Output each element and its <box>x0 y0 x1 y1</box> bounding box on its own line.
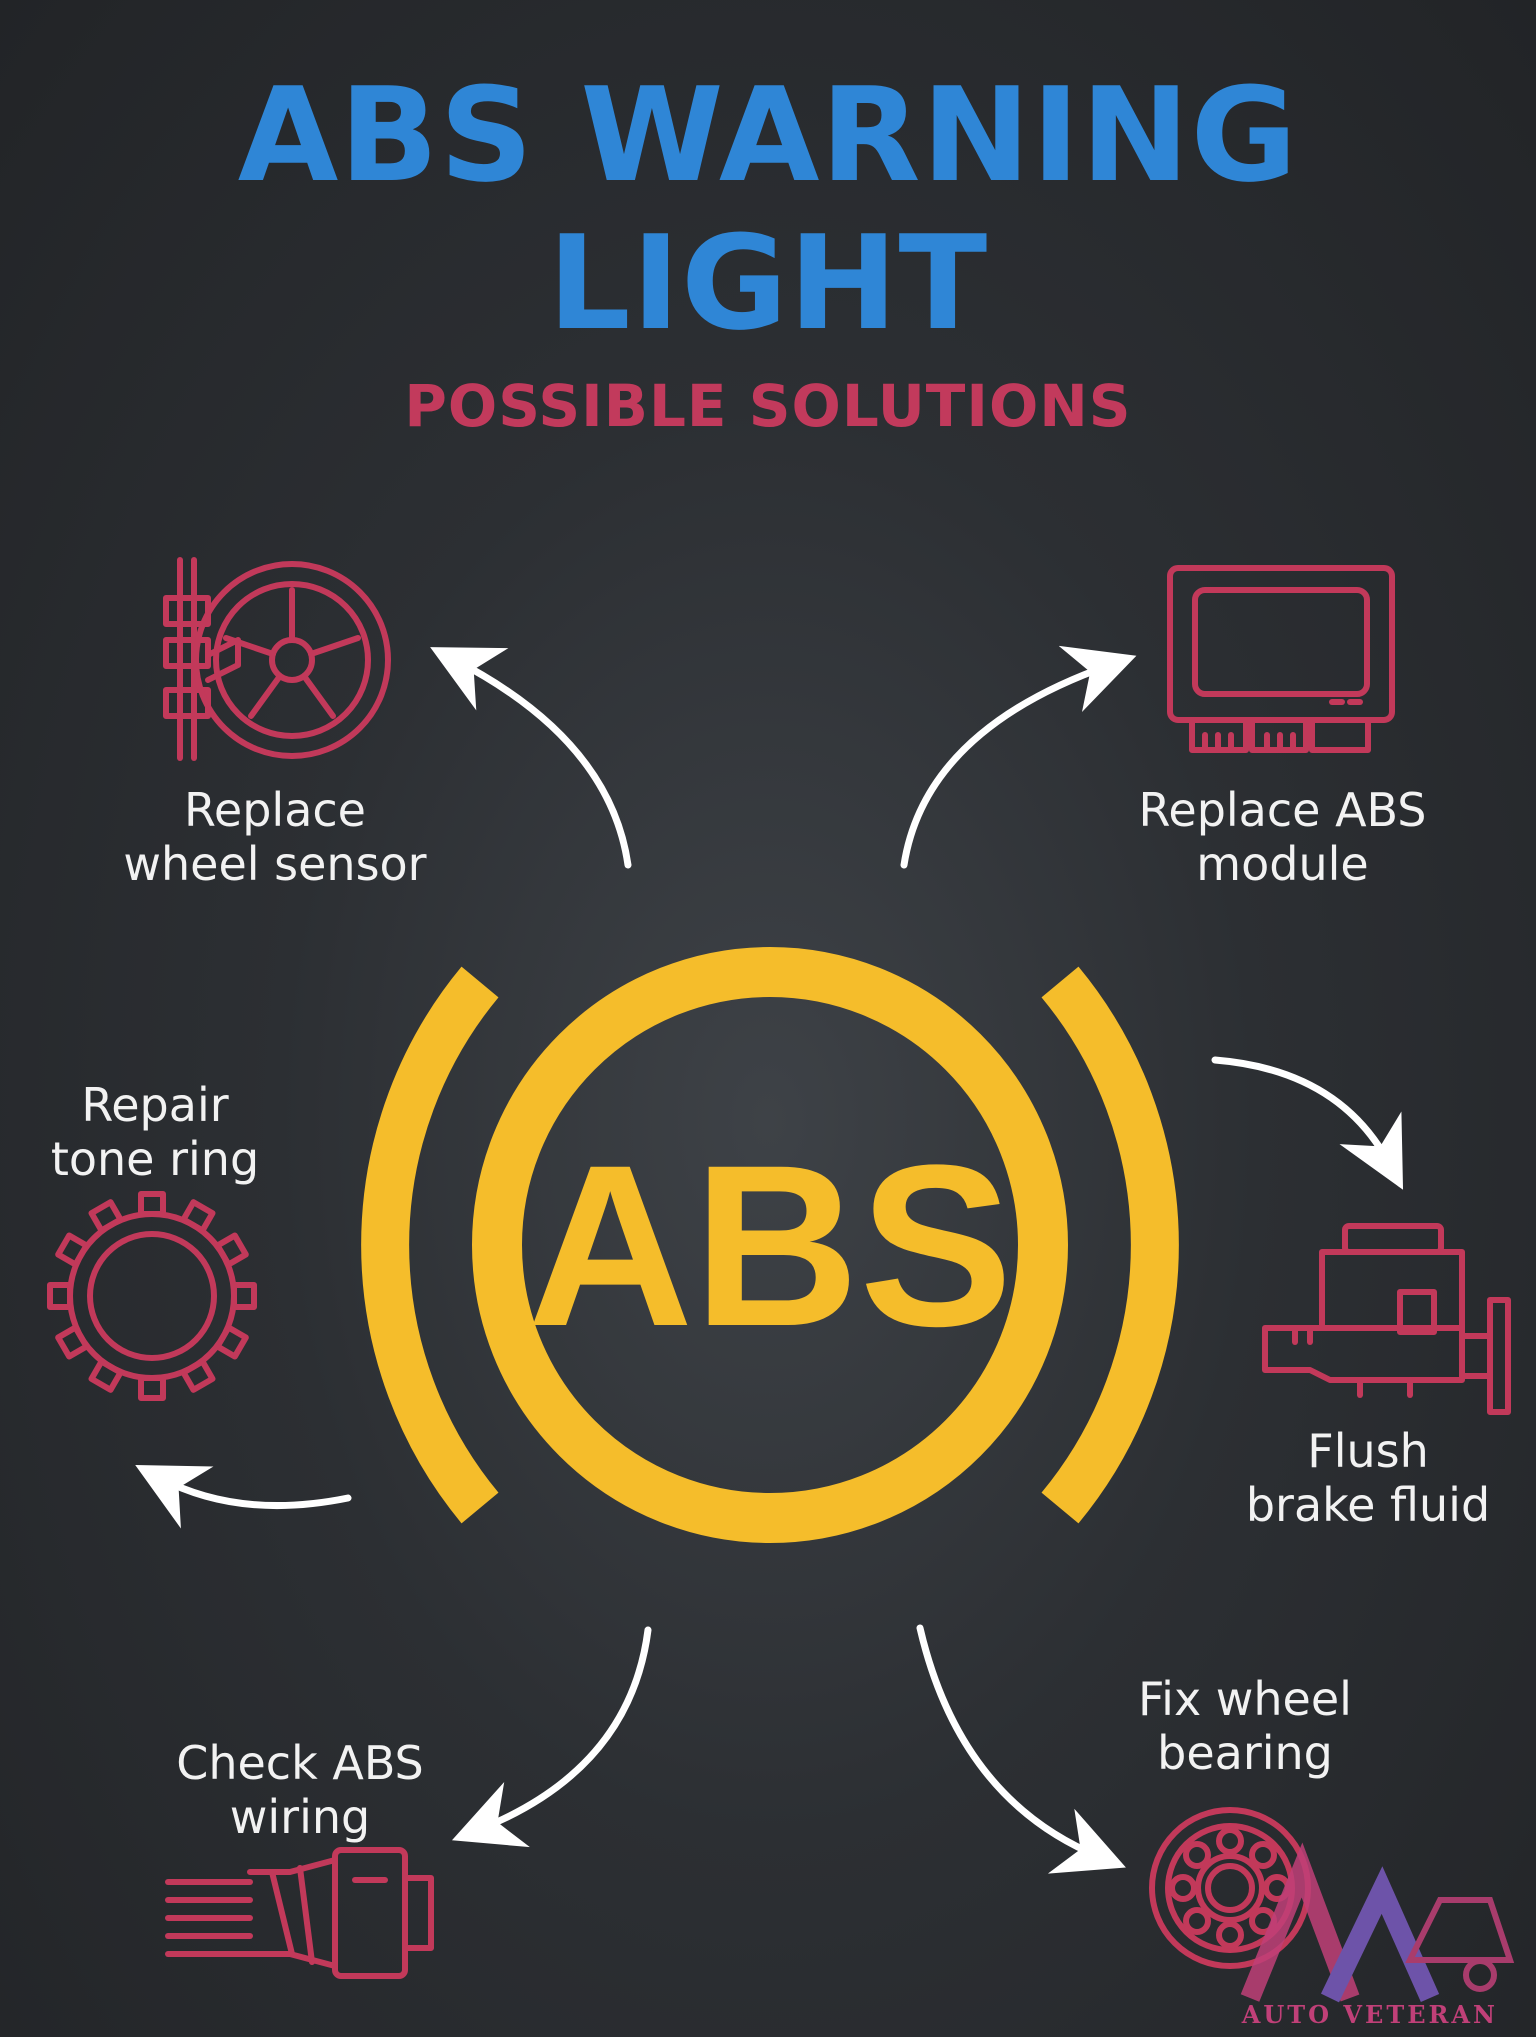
wheel-sensor-icon <box>163 557 391 761</box>
master-cylinder-icon <box>1262 1223 1511 1415</box>
arrow-to-tone-ring <box>135 1464 352 1529</box>
arrow-to-wheel-bearing <box>916 1624 1126 1874</box>
abs-badge-text: ABS <box>527 1117 1013 1374</box>
tone-ring-icon <box>47 1191 257 1401</box>
label-fix-wheel-bearing: Fix wheel bearing <box>1138 1672 1352 1780</box>
abs-warning-symbol: ABS <box>361 947 1179 1543</box>
arrow-to-abs-module <box>900 645 1137 869</box>
abs-module-icon <box>1167 565 1395 753</box>
title-line-1: ABS WARNING <box>237 59 1299 211</box>
arrow-to-brake-fluid <box>1211 1056 1404 1190</box>
title-line-2: LIGHT <box>547 207 989 359</box>
label-flush-brake-fluid: Flush brake fluid <box>1245 1424 1491 1532</box>
label-repair-tone-ring: Repair tone ring <box>50 1078 260 1186</box>
auto-veteran-logo <box>1240 1842 1515 2003</box>
wiring-connector-icon <box>165 1847 434 1979</box>
label-replace-abs-module: Replace ABS module <box>1138 783 1427 891</box>
label-replace-wheel-sensor: Replace wheel sensor <box>123 783 427 891</box>
arrow-to-abs-wiring <box>451 1626 652 1848</box>
label-check-abs-wiring: Check ABS wiring <box>176 1736 424 1844</box>
watermark-text: AUTO VETERAN <box>1241 2000 1498 2029</box>
arrow-to-wheel-sensor <box>430 647 632 869</box>
subtitle: POSSIBLE SOLUTIONS <box>404 372 1132 440</box>
